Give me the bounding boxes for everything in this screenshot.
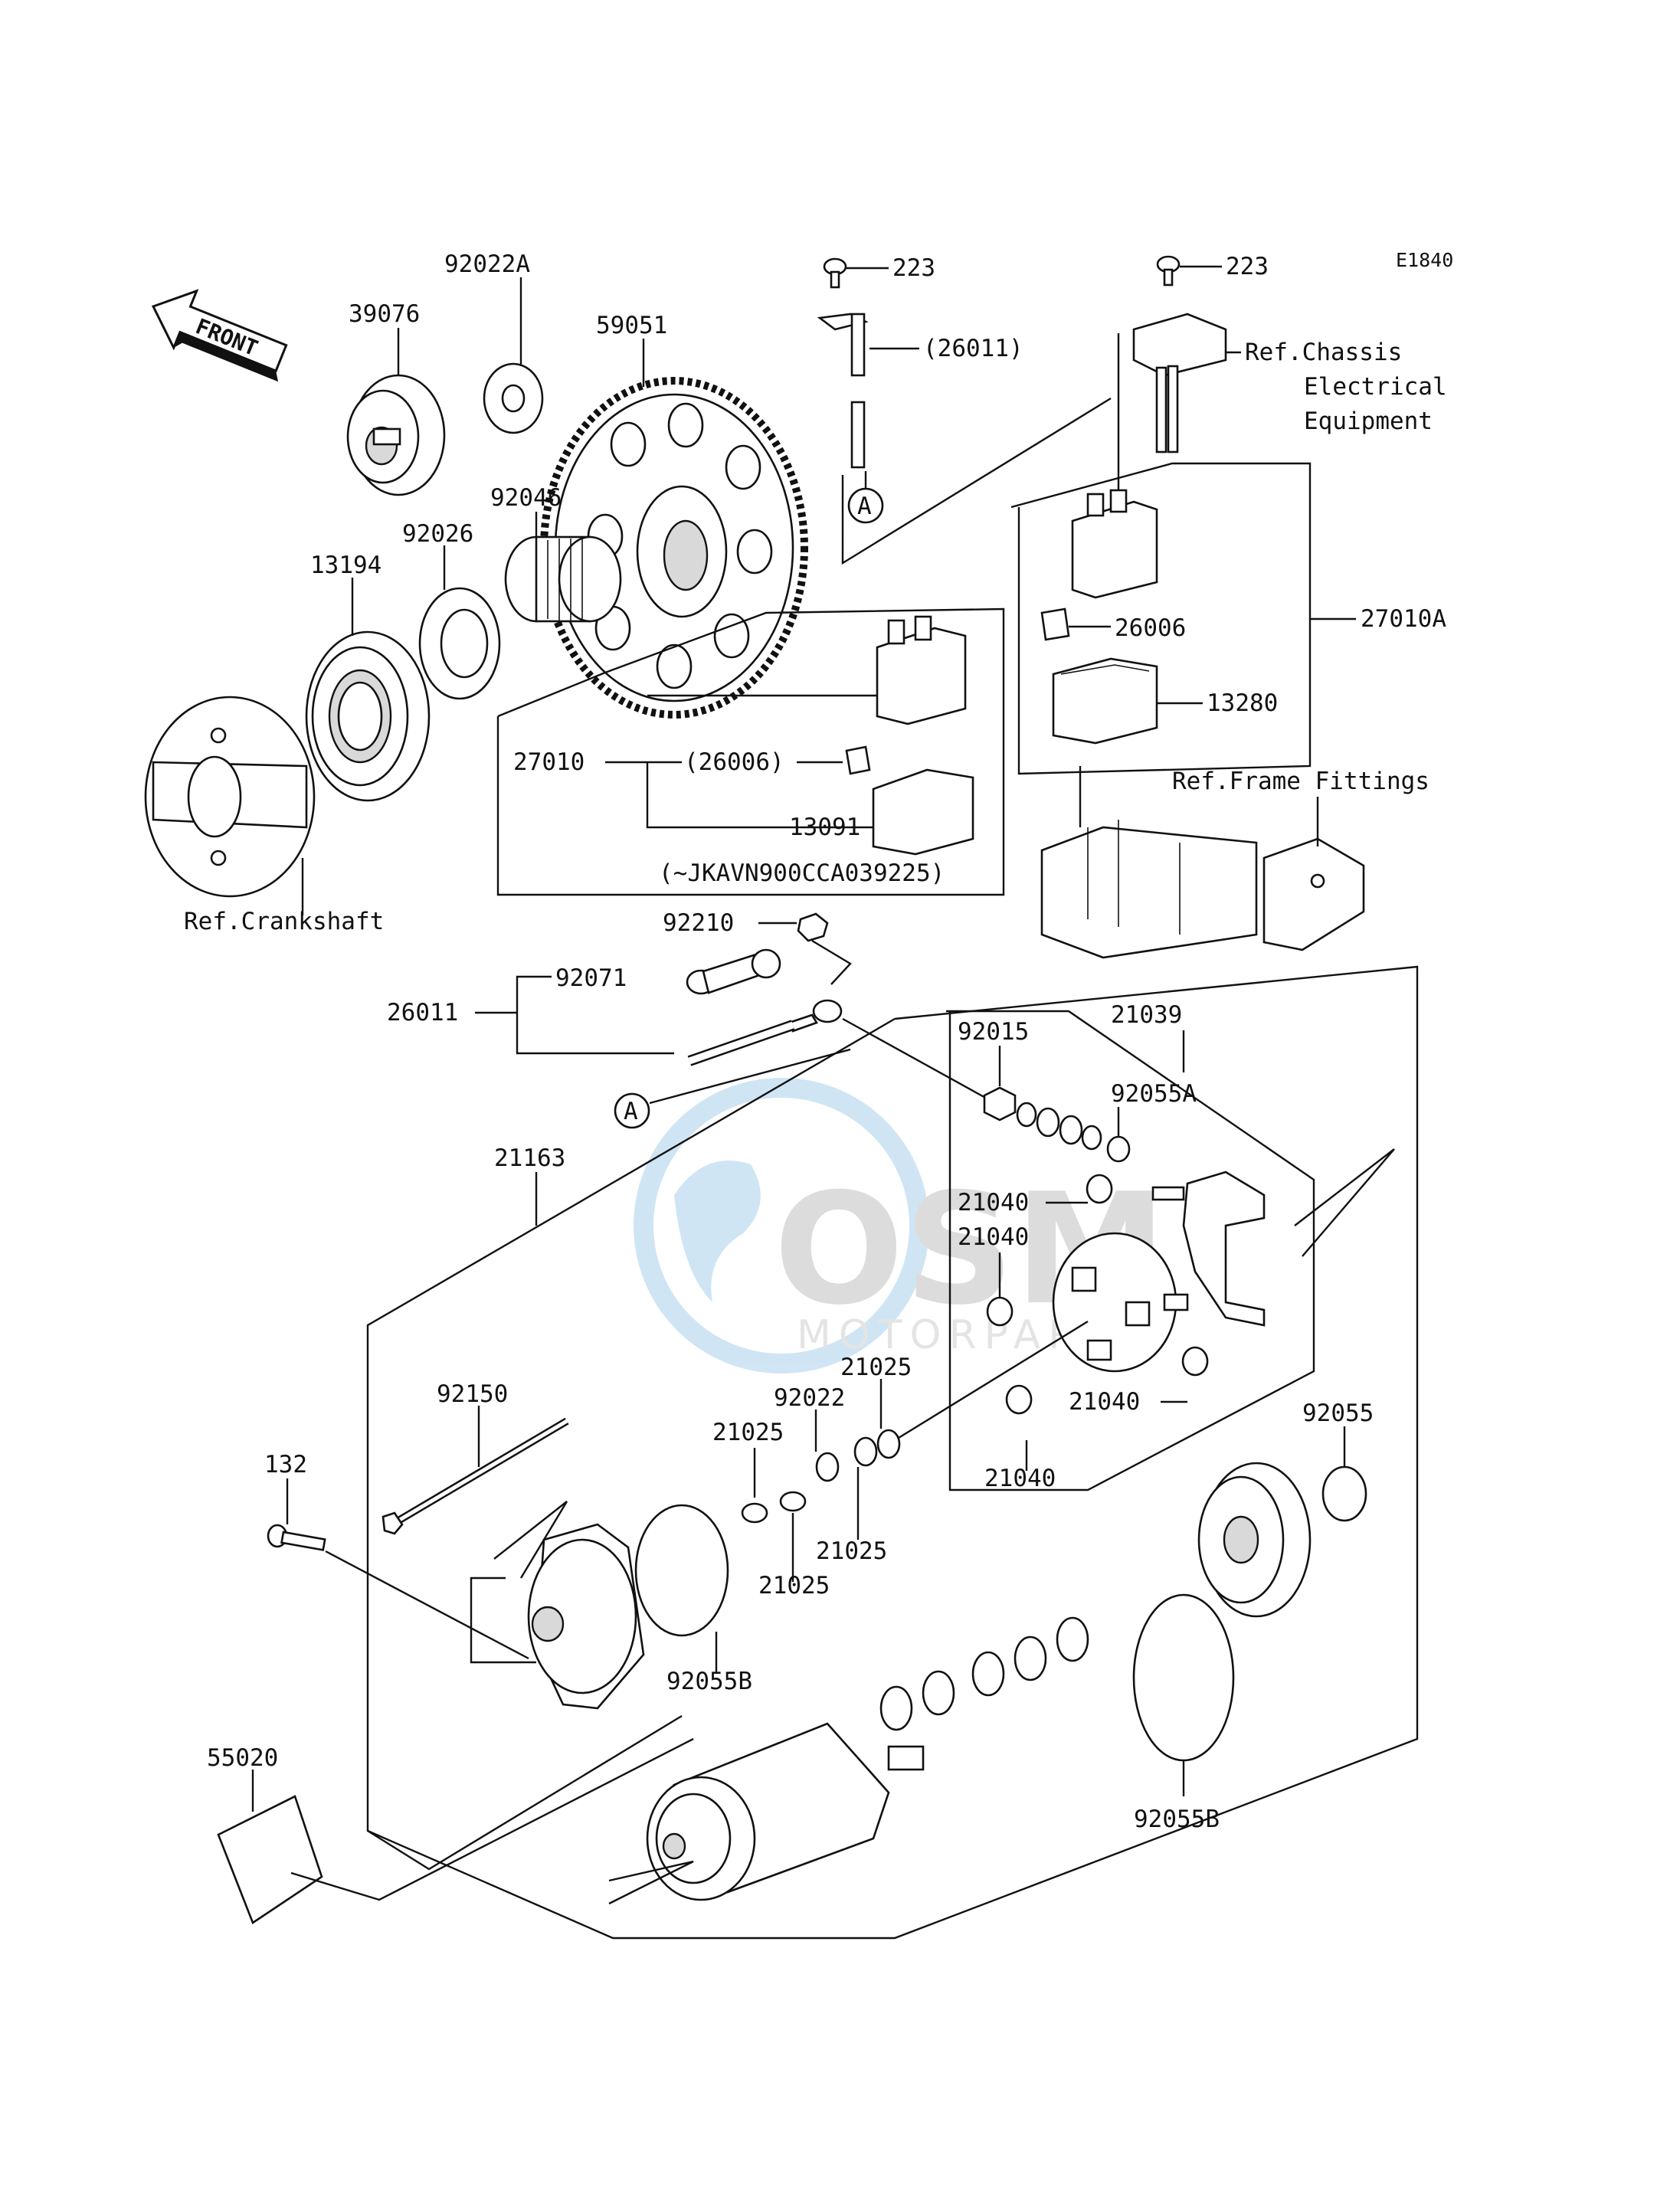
label-21040-c: 21040 bbox=[1069, 1388, 1140, 1416]
diagram-code: E1840 bbox=[1396, 249, 1453, 271]
label-92055: 92055 bbox=[1302, 1400, 1374, 1427]
washer-92022-part bbox=[815, 1452, 840, 1482]
label-92055B-b: 92055B bbox=[1134, 1806, 1220, 1833]
label-ref-chassis-2: Electrical bbox=[1304, 373, 1447, 401]
label-92055B-a: 92055B bbox=[666, 1668, 752, 1695]
label-92055A: 92055A bbox=[1111, 1080, 1197, 1108]
washer-21025-a-part bbox=[876, 1429, 901, 1459]
label-21025-b: 21025 bbox=[712, 1419, 784, 1446]
bolt-92150-part bbox=[382, 1417, 569, 1535]
spring-21040-c-part bbox=[1181, 1346, 1209, 1377]
oring-92055B-left-part bbox=[634, 1504, 729, 1637]
clutch-13194-part bbox=[305, 630, 431, 802]
spring-21040-b-part bbox=[986, 1296, 1014, 1327]
label-21040-b: 21040 bbox=[958, 1223, 1029, 1251]
nut-92015-part bbox=[983, 1086, 1017, 1121]
washer-d-part bbox=[1081, 1125, 1102, 1151]
label-13280: 13280 bbox=[1207, 689, 1278, 717]
brush-plate-part bbox=[1052, 1232, 1189, 1373]
washer-21025-b-part bbox=[853, 1436, 878, 1467]
relay-27010-part bbox=[876, 615, 967, 725]
label-21040-a: 21040 bbox=[958, 1189, 1029, 1216]
spring-21040-a-part bbox=[1086, 1174, 1113, 1204]
label-ref-crankshaft: Ref.Crankshaft bbox=[184, 908, 384, 935]
label-92150: 92150 bbox=[437, 1380, 508, 1408]
label-132: 132 bbox=[264, 1451, 307, 1478]
washer-b-part bbox=[1036, 1107, 1060, 1138]
cover-13280-part bbox=[1052, 657, 1158, 745]
label-21025-c: 21025 bbox=[816, 1537, 887, 1565]
label-92046: 92046 bbox=[490, 484, 562, 512]
label-27010A: 27010A bbox=[1361, 605, 1446, 633]
marker-a-top-label: A bbox=[857, 493, 872, 520]
armature-yoke-part bbox=[646, 1722, 925, 1901]
label-223b: 223 bbox=[1226, 253, 1269, 280]
bearing-92046-part bbox=[504, 535, 622, 623]
rotor-crankshaft-part bbox=[144, 696, 316, 898]
relay-27010A-part bbox=[1071, 489, 1158, 599]
front-arrow-icon: FRONT bbox=[151, 289, 288, 382]
washer-21025-c-part bbox=[741, 1502, 768, 1524]
label-21025-a: 21025 bbox=[840, 1354, 912, 1381]
label-ref-chassis-3: Equipment bbox=[1304, 408, 1433, 435]
label-27010: 27010 bbox=[513, 748, 585, 776]
cover-13091-part bbox=[872, 768, 974, 856]
label-92022: 92022 bbox=[774, 1384, 845, 1412]
label-26006: 26006 bbox=[1115, 614, 1186, 642]
bolt-132-part bbox=[267, 1524, 326, 1551]
label-26011-paren: (26011) bbox=[923, 335, 1023, 362]
label-26011: 26011 bbox=[387, 999, 458, 1026]
label-39076: 39076 bbox=[349, 300, 420, 328]
armature-washer-d-part bbox=[922, 1670, 955, 1716]
washer-a-part bbox=[1016, 1102, 1037, 1128]
rear-cover-part bbox=[1197, 1462, 1312, 1618]
label-ref-chassis-1: Ref.Chassis bbox=[1245, 339, 1402, 366]
label-21040-d: 21040 bbox=[984, 1465, 1056, 1492]
oring-92055A-part bbox=[1106, 1135, 1131, 1163]
cable-26011-part bbox=[687, 999, 843, 1066]
cover-55020-part bbox=[217, 1795, 323, 1924]
label-55020: 55020 bbox=[207, 1744, 278, 1772]
armature-washer-b-part bbox=[1014, 1635, 1047, 1681]
marker-a-bottom bbox=[614, 1092, 650, 1129]
screw-223a-part bbox=[823, 257, 847, 289]
terminal-plate-part bbox=[1151, 1171, 1266, 1327]
washer-21025-d-part bbox=[779, 1491, 807, 1512]
tray-frame-fittings-part bbox=[1040, 820, 1365, 959]
screw-223b-part bbox=[1156, 255, 1181, 286]
nut-92210-part bbox=[797, 912, 829, 942]
armature-washer-e-part bbox=[879, 1685, 913, 1731]
boot-92071-part bbox=[686, 948, 781, 995]
gear-39076-part bbox=[346, 374, 446, 496]
fuse-26006-old-part bbox=[845, 745, 871, 775]
label-21039: 21039 bbox=[1111, 1001, 1182, 1029]
marker-a-bottom-label: A bbox=[624, 1098, 638, 1125]
label-92026: 92026 bbox=[402, 520, 473, 548]
wire-26011-small-part bbox=[817, 313, 869, 469]
armature-washer-a-part bbox=[1056, 1616, 1089, 1662]
label-92071: 92071 bbox=[555, 964, 627, 992]
label-26006-paren: (26006) bbox=[684, 748, 784, 776]
label-ref-frame: Ref.Frame Fittings bbox=[1172, 768, 1429, 795]
oring-92055B-right-part bbox=[1132, 1593, 1235, 1762]
washer-c-part bbox=[1059, 1115, 1083, 1145]
label-21025-d: 21025 bbox=[758, 1572, 830, 1599]
spring-21040-d-part bbox=[1005, 1384, 1033, 1415]
connector-chassis-part bbox=[1132, 313, 1227, 453]
label-92022A: 92022A bbox=[444, 250, 530, 278]
front-cover-part bbox=[527, 1523, 645, 1710]
fuse-26006-part bbox=[1040, 607, 1070, 641]
label-59051: 59051 bbox=[596, 312, 667, 339]
label-13194: 13194 bbox=[310, 552, 382, 579]
armature-washer-c-part bbox=[971, 1651, 1005, 1697]
label-92015: 92015 bbox=[958, 1018, 1029, 1046]
label-21163: 21163 bbox=[494, 1144, 565, 1172]
label-92210: 92210 bbox=[663, 909, 734, 937]
oring-92055-part bbox=[1321, 1465, 1367, 1522]
label-13091: 13091 bbox=[789, 814, 860, 841]
label-223a: 223 bbox=[892, 254, 935, 282]
label-serial-note: (~JKAVN900CCA039225) bbox=[659, 859, 945, 887]
